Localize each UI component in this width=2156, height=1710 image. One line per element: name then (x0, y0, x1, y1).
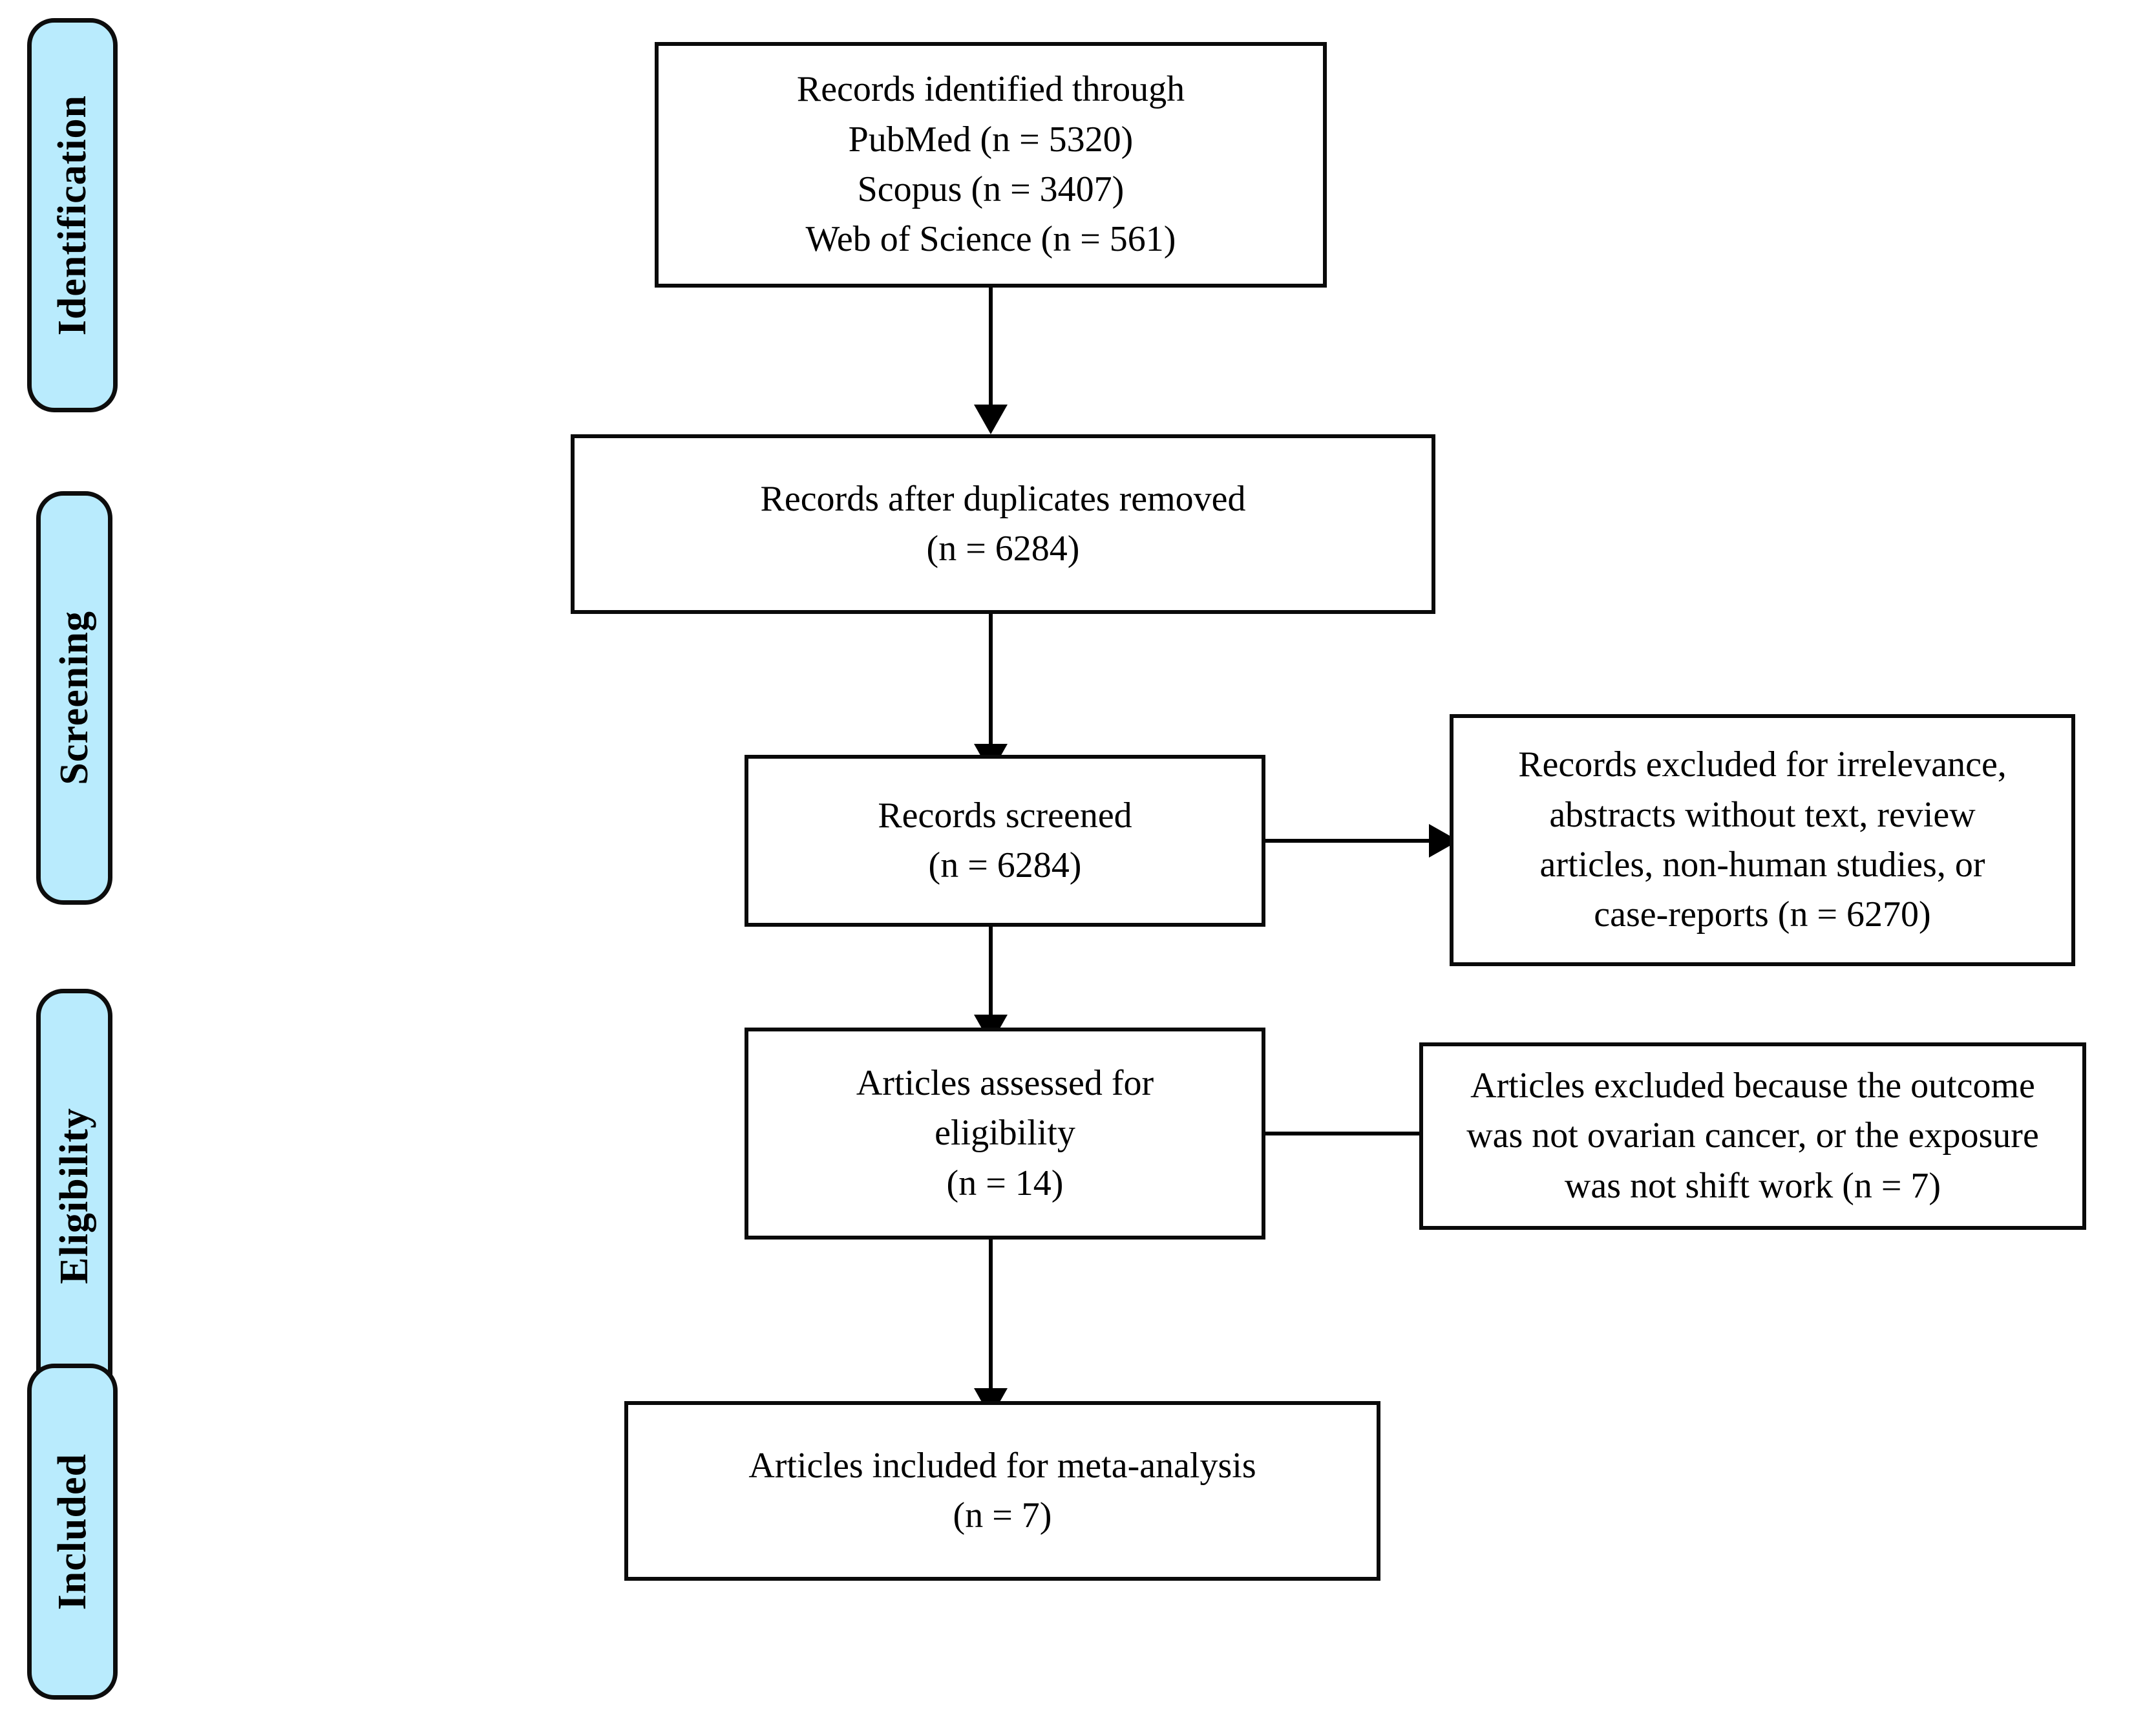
stage-label-screening: Screening (52, 611, 96, 785)
stage-bar-eligibility: Eligibility (36, 989, 112, 1402)
box-articles-included-for-meta-analysis-text: Articles included for meta-analysis (n =… (748, 1445, 1256, 1536)
stage-bar-screening: Screening (36, 491, 112, 905)
box-records-screened-text: Records screened (n = 6284) (878, 795, 1132, 885)
box-records-after-duplicates-removed-text: Records after duplicates removed (n = 62… (760, 478, 1246, 569)
connector-identified-to-after-duplicates-line (989, 288, 993, 407)
stage-label-identification: Identification (50, 94, 94, 336)
stage-label-eligibility: Eligibility (52, 1107, 96, 1284)
box-articles-excluded-text: Articles excluded because the outcome wa… (1466, 1066, 2039, 1206)
box-records-identified-text: Records identified through PubMed (n = 5… (796, 69, 1185, 260)
connector-assessed-to-articles-excluded-line (1265, 1132, 1446, 1135)
box-records-excluded: Records excluded for irrelevance, abstra… (1450, 714, 2075, 966)
box-articles-assessed-for-eligibility: Articles assessed for eligibility (n = 1… (745, 1028, 1265, 1240)
box-articles-assessed-for-eligibility-text: Articles assessed for eligibility (n = 1… (856, 1063, 1154, 1203)
box-records-screened: Records screened (n = 6284) (745, 755, 1265, 927)
box-records-after-duplicates-removed: Records after duplicates removed (n = 62… (571, 434, 1435, 614)
box-articles-excluded: Articles excluded because the outcome wa… (1419, 1042, 2086, 1230)
connector-after-duplicates-to-screened-line (989, 614, 993, 746)
connector-screened-to-assessed-line (989, 927, 993, 1019)
box-records-identified: Records identified through PubMed (n = 5… (655, 42, 1327, 288)
stage-bar-identification: Identification (27, 18, 118, 412)
connector-identified-to-after-duplicates-arrow (974, 405, 1008, 434)
stage-label-included: Included (50, 1453, 94, 1610)
connector-screened-to-records-excluded-line (1265, 839, 1446, 843)
stage-bar-included: Included (27, 1364, 118, 1700)
connector-assessed-to-included-line (989, 1240, 993, 1391)
box-articles-included-for-meta-analysis: Articles included for meta-analysis (n =… (624, 1401, 1380, 1581)
box-records-excluded-text: Records excluded for irrelevance, abstra… (1518, 744, 2007, 935)
